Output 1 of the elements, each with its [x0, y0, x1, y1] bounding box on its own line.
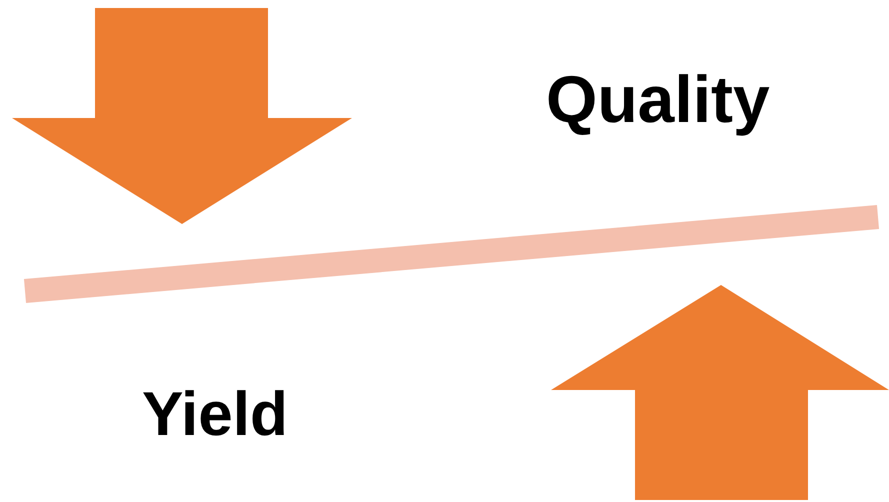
label-text: Yield: [142, 384, 288, 446]
